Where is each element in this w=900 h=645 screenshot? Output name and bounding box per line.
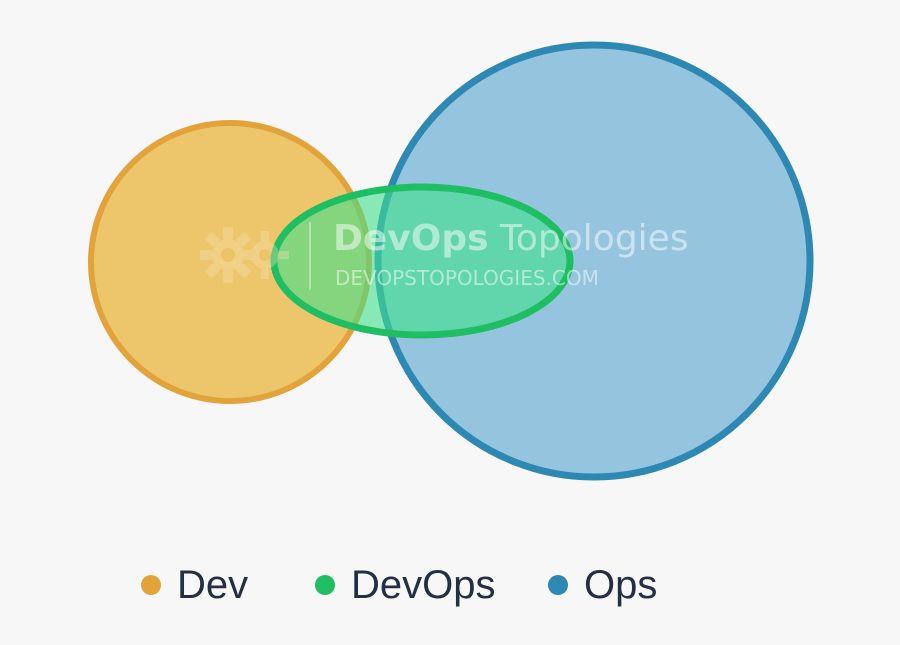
dev-dot-icon (141, 575, 161, 595)
devops-dot-icon (315, 575, 335, 595)
gear-icon (200, 227, 289, 283)
legend: Dev DevOps Ops (0, 555, 900, 615)
legend-label-dev: Dev (177, 563, 249, 607)
devops-ellipse (270, 183, 574, 339)
legend-item-dev: Dev (141, 555, 248, 615)
watermark-subtitle: DEVOPSTOPOLOGIES.COM (335, 266, 599, 290)
ops-dot-icon (548, 575, 568, 595)
legend-item-ops: Ops (548, 555, 657, 615)
watermark-title: DevOps Topologies (333, 218, 689, 259)
legend-label-ops: Ops (584, 563, 658, 607)
legend-item-devops: DevOps (315, 555, 496, 615)
legend-label-devops: DevOps (351, 563, 496, 607)
